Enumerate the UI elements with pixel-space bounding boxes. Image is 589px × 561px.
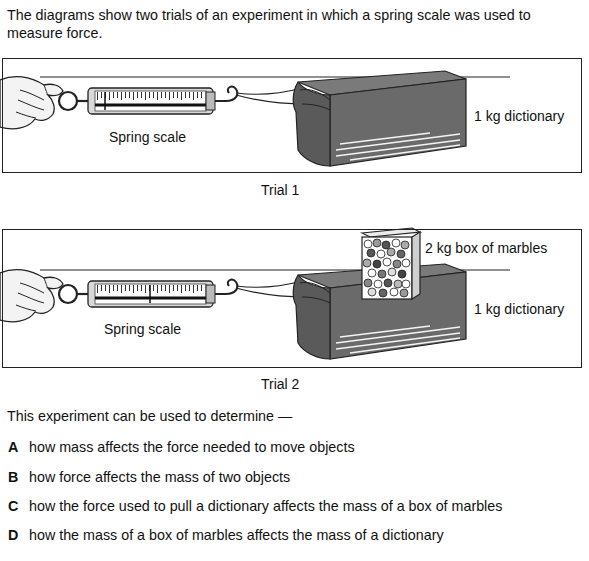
panel-label: 1 kg dictionary [474,300,584,318]
marble [397,250,405,258]
marble [388,268,396,276]
marble [390,288,398,296]
choice-text: how force affects the mass of two object… [29,468,584,486]
panel-label: 1 kg dictionary [474,107,584,125]
box-side [412,232,420,299]
trial-panel: 2 kg box of marbles 1 kg dictionarySpring… [2,229,582,368]
marble [379,289,387,297]
choice-letter: A [8,438,26,456]
marble [363,259,371,267]
marble [387,248,395,256]
marble-box [362,228,420,299]
choice-letter: B [8,468,26,486]
choice-text: how the force used to pull a dictionary … [29,497,584,515]
panel-label: Spring scale [109,128,219,146]
marble [364,279,372,287]
marble [374,280,382,288]
marble [368,269,376,277]
choice-letter: C [8,497,26,515]
marble [382,241,390,249]
choice-letter: D [8,526,26,544]
choice-text: how the mass of a box of marbles affects… [29,526,584,544]
scale-pointer [104,92,106,110]
marble [377,250,385,258]
marble [402,280,410,288]
trial-panel: Spring scale1 kg dictionaryTrial 1 [2,58,582,173]
marble [392,239,400,247]
marble [367,249,375,257]
marble [398,270,406,278]
marble [384,279,392,287]
marble [373,239,381,247]
box-front [362,237,412,299]
marble [383,258,391,266]
choice-text: how mass affects the force needed to mov… [29,438,584,456]
marble [400,289,408,297]
marble [364,240,372,248]
marbles [363,239,410,297]
marble [401,241,409,249]
question-stem: This experiment can be used to determine… [7,407,567,425]
marble [368,288,376,296]
panel-label: Spring scale [104,320,214,338]
marble [393,260,401,268]
marble [373,260,381,268]
marble [394,280,402,288]
marble [378,270,386,278]
panel-label: 2 kg box of marbles [425,239,585,257]
panel-label: Trial 2 [261,375,331,393]
scale-pointer [149,285,151,303]
marble [402,259,410,267]
trial-one-rig [0,71,510,166]
panel-label: Trial 1 [261,181,331,199]
trial-two-rig [0,264,510,359]
question-intro: The diagrams show two trials of an exper… [7,6,579,42]
